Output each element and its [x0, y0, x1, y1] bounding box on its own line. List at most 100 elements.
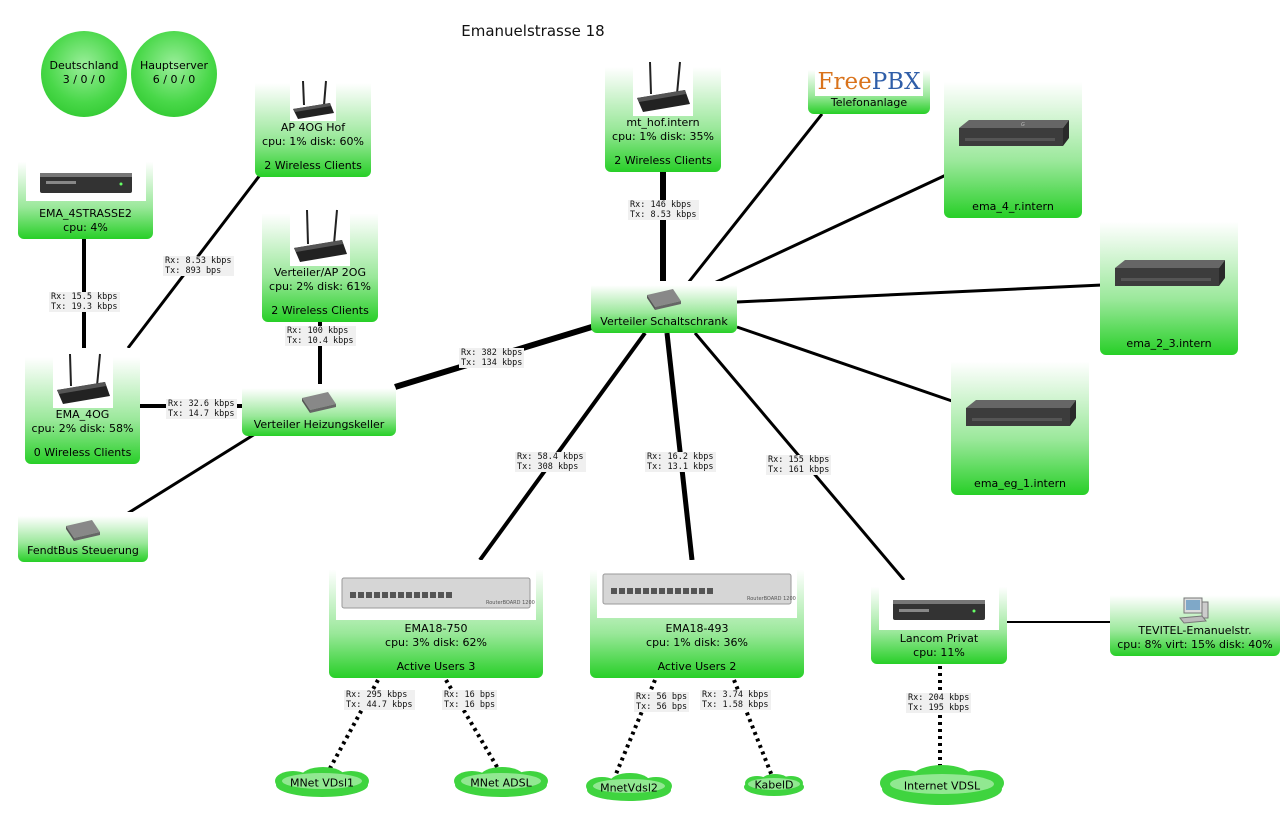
node-line: mt_hof.intern: [626, 116, 700, 129]
cloud-label: MNet VDsl1: [289, 776, 355, 790]
node-ema18750[interactable]: RouterBOARD 1200 EMA18-750 cpu: 3% disk:…: [329, 560, 543, 678]
node-lancom[interactable]: Lancom Privat cpu: 11%: [871, 580, 1007, 664]
ethernet-port-icon: [350, 592, 356, 598]
group-status: 3 / 0 / 0: [62, 73, 106, 86]
group-name: Hauptserver: [139, 59, 209, 72]
node-line: Lancom Privat: [899, 632, 979, 645]
node-line: Active Users 3: [396, 660, 476, 673]
node-ap4oghof[interactable]: AP 4OG Hof cpu: 1% disk: 60% 2 Wireless …: [255, 75, 371, 177]
ethernet-port-icon: [643, 588, 649, 594]
node-fendtbus[interactable]: FendtBus Steuerung: [18, 512, 148, 562]
computer-icon: [1178, 596, 1212, 624]
cloud-mnetvdsl1[interactable]: MNet VDsl1: [271, 766, 373, 800]
group-name: Deutschland: [49, 59, 119, 72]
cloud-label: KabelD: [754, 778, 794, 792]
routerboard-icon: RouterBOARD 1200: [597, 560, 797, 618]
freepbx-logo: FreePBX: [815, 68, 923, 96]
ethernet-port-icon: [683, 588, 689, 594]
node-ema4og[interactable]: EMA_4OG cpu: 2% disk: 58% 0 Wireless Cli…: [25, 348, 140, 464]
node-line: FendtBus Steuerung: [27, 544, 139, 557]
node-ema4r[interactable]: G ema_4_r.intern: [944, 70, 1082, 218]
switch-icon: [62, 518, 104, 542]
node-line: cpu: 1% disk: 35%: [612, 130, 714, 143]
node-line: cpu: 4%: [63, 221, 108, 234]
node-tevitel[interactable]: TEVITEL-Emanuelstr. cpu: 8% virt: 15% di…: [1110, 590, 1280, 656]
node-verteilerap2og[interactable]: Verteiler/AP 2OG cpu: 2% disk: 61% 2 Wir…: [262, 204, 378, 322]
ethernet-port-icon: [699, 588, 705, 594]
node-line: EMA18-750: [404, 622, 468, 635]
node-freepbx[interactable]: FreePBX Telefonanlage: [808, 66, 930, 114]
map-title: Emanuelstrasse 18: [461, 22, 605, 40]
ethernet-port-icon: [390, 592, 396, 598]
cloud-label: Internet VDSL: [903, 779, 981, 793]
ethernet-port-icon: [635, 588, 641, 594]
wireless-router-icon: [52, 352, 113, 408]
node-ema18493[interactable]: RouterBOARD 1200 EMA18-493 cpu: 1% disk:…: [590, 560, 804, 678]
cloud-mnetvdsl2[interactable]: MnetVdsl2: [582, 772, 676, 804]
link-schaltschrank-emaeg1: [736, 325, 953, 403]
node-line: cpu: 3% disk: 62%: [385, 636, 487, 649]
node-mthof[interactable]: mt_hof.intern cpu: 1% disk: 35% 2 Wirele…: [605, 58, 721, 172]
wireless-router-icon: [633, 60, 693, 116]
node-line: cpu: 8% virt: 15% disk: 40%: [1117, 638, 1273, 651]
node-ema4strasse2[interactable]: EMA_4STRASSE2 cpu: 4%: [18, 155, 153, 239]
node-line: cpu: 1% disk: 60%: [262, 135, 364, 148]
svg-text:G: G: [1021, 122, 1025, 128]
ethernet-port-icon: [707, 588, 713, 594]
ethernet-port-icon: [446, 592, 452, 598]
node-line: EMA_4STRASSE2: [39, 207, 132, 220]
cloud-kabeld[interactable]: KabelD: [741, 772, 807, 798]
cloud-mnetadsl[interactable]: MNet ADSL: [450, 766, 552, 800]
cloud-icon: [454, 767, 548, 797]
cloud-label: MnetVdsl2: [600, 781, 658, 795]
ethernet-port-icon: [358, 592, 364, 598]
cloud-internetvdsl[interactable]: Internet VDSL: [876, 764, 1008, 808]
ethernet-port-icon: [667, 588, 673, 594]
node-line: ema_2_3.intern: [1126, 337, 1212, 350]
node-ema23[interactable]: ema_2_3.intern: [1100, 210, 1238, 355]
node-line: TEVITEL-Emanuelstr.: [1138, 624, 1252, 637]
voip-gateway-icon: [1107, 256, 1231, 296]
link-schaltschrank-ema23: [736, 283, 1103, 304]
cloud-icon: [880, 765, 1004, 805]
cloud-label: MNet ADSL: [470, 776, 532, 790]
node-schaltschrank[interactable]: Verteiler Schaltschrank: [591, 281, 737, 333]
link-schaltschrank-ema4r: [711, 173, 947, 286]
group-deutschland[interactable]: Deutschland 3 / 0 / 0: [41, 31, 127, 117]
node-heizungskeller[interactable]: Verteiler Heizungskeller: [242, 384, 396, 436]
group-hauptserver[interactable]: Hauptserver 6 / 0 / 0: [131, 31, 217, 117]
node-line: AP 4OG Hof: [280, 121, 346, 134]
voip-gateway-icon: [958, 396, 1082, 436]
node-line: 2 Wireless Clients: [614, 154, 712, 167]
link-heizungskeller-fendtbus: [124, 432, 256, 517]
group-status: 6 / 0 / 0: [152, 73, 196, 86]
node-line: Telefonanlage: [830, 96, 908, 109]
node-line: Verteiler Heizungskeller: [253, 418, 385, 431]
ethernet-port-icon: [366, 592, 372, 598]
ethernet-port-icon: [651, 588, 657, 594]
routerboard-icon: RouterBOARD 1200: [336, 568, 536, 620]
link-ema18493-kabeld: [732, 679, 774, 777]
node-line: cpu: 2% disk: 61%: [269, 280, 371, 293]
ethernet-port-icon: [691, 588, 697, 594]
link-schaltschrank-ema18750: [478, 331, 647, 562]
node-emaeg1[interactable]: ema_eg_1.intern: [951, 350, 1089, 495]
ethernet-port-icon: [382, 592, 388, 598]
wireless-router-icon: [290, 79, 336, 121]
ethernet-port-icon: [611, 588, 617, 594]
svg-text:RouterBOARD 1200: RouterBOARD 1200: [747, 596, 796, 602]
ethernet-port-icon: [627, 588, 633, 594]
node-line: EMA18-493: [665, 622, 729, 635]
